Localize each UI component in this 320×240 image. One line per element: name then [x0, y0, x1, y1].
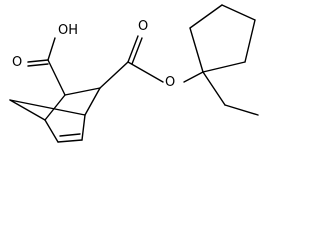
bond-cp1-ethyl: [202, 71, 226, 106]
bond-acid-c-c-ring: [47, 59, 66, 96]
bond-cp4-cp5: [244, 19, 256, 63]
bond-c2-c3: [64, 87, 101, 96]
bond-c1-c6: [44, 119, 59, 143]
molecule-diagram: OH O O O: [9, 4, 259, 143]
ester-oxygen-label: O: [165, 75, 175, 90]
bond-ester-o-cp: [183, 71, 204, 83]
bond-c5-c4: [81, 114, 86, 141]
bond-bridge-left: [9, 99, 46, 121]
bond-ethyl: [224, 104, 259, 116]
ester-carbonyl-oxygen-label: O: [138, 19, 148, 34]
bond-c6-c5-double: [59, 133, 81, 137]
bond-ester-carbonyl: [127, 35, 139, 63]
bond-cp5-cp1: [202, 61, 246, 73]
bond-cp1-cp2: [189, 27, 204, 73]
bond-acid-carbonyl: [27, 59, 49, 63]
bond-acid-carbonyl-double: [27, 63, 49, 67]
bond-c3-c4: [84, 87, 101, 116]
bond-cp2-cp3: [189, 4, 223, 29]
bond-acid-c-oh: [47, 37, 56, 61]
bond-ester-carbonyl-double: [131, 37, 143, 65]
bond-ester-c-o: [127, 61, 164, 83]
bond-c3-ester-c: [99, 61, 129, 89]
acid-carbonyl-oxygen-label: O: [12, 55, 22, 70]
bond-c2-c1: [44, 94, 66, 121]
hydroxyl-label: OH: [58, 23, 78, 38]
bond-c6-c5: [57, 139, 83, 143]
bond-bridge-right: [9, 99, 86, 116]
bond-cp3-cp4: [221, 4, 256, 21]
